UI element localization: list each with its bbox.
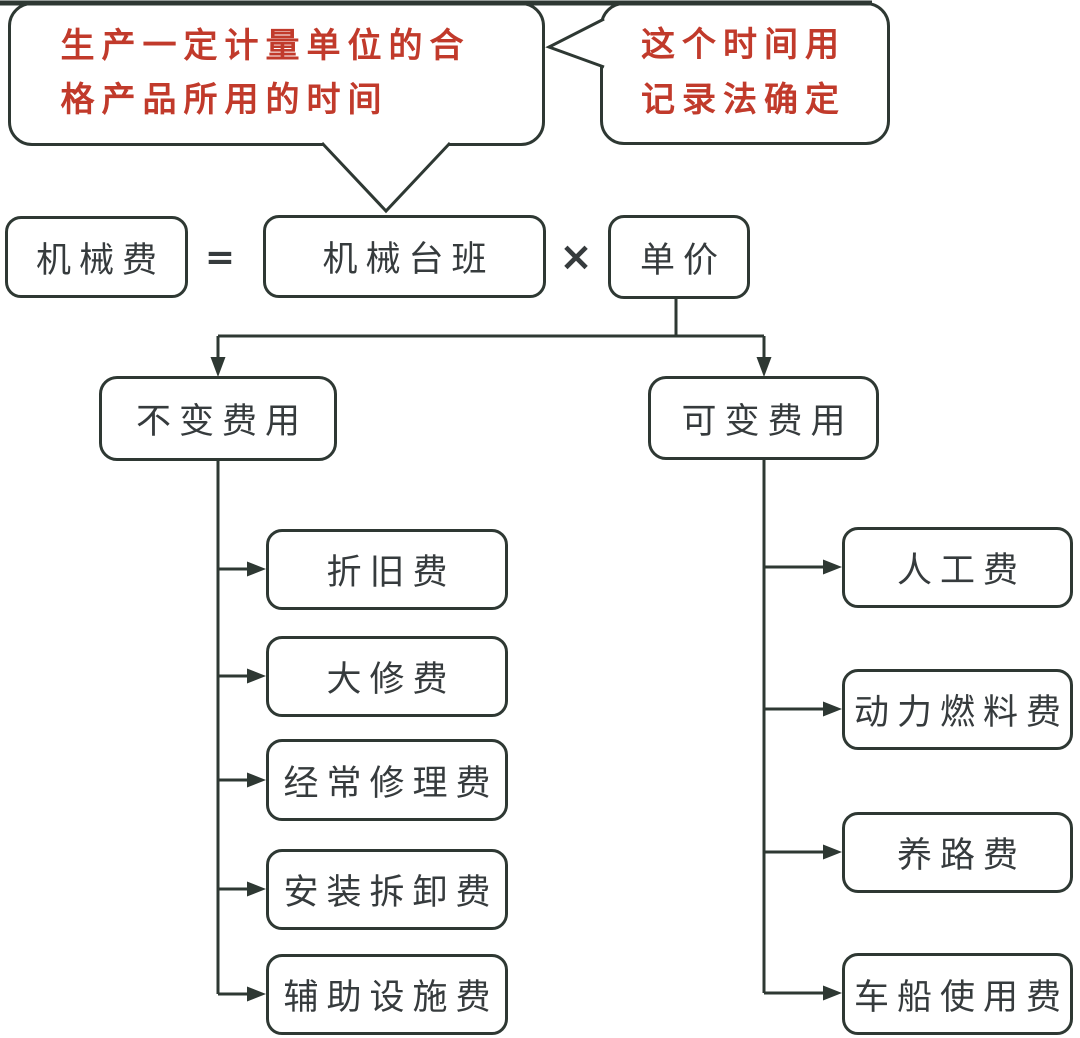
node-unit-price: 单价 bbox=[608, 215, 750, 299]
callout-right-bubble: 这个时间用记录法确定 bbox=[600, 2, 890, 145]
multiply-sign: × bbox=[559, 234, 593, 280]
node-auxiliary-facility-fee-label: 辅助设施费 bbox=[283, 978, 499, 1017]
node-overhaul-fee: 大修费 bbox=[266, 636, 508, 717]
node-install-dismantle-fee: 安装拆卸费 bbox=[266, 849, 508, 930]
node-vehicle-vessel-fee-label: 车船使用费 bbox=[853, 977, 1069, 1017]
node-labor-fee-label: 人工费 bbox=[896, 551, 1026, 590]
node-regular-repair-fee: 经常修理费 bbox=[266, 739, 508, 821]
callout-left-text: 生产一定计量单位的合格产品所用的时间 bbox=[60, 27, 471, 119]
callout-left-tail bbox=[320, 141, 452, 214]
node-machine-shift: 机械台班 bbox=[263, 215, 546, 298]
node-power-fuel-fee: 动力燃料费 bbox=[842, 669, 1073, 750]
node-vehicle-vessel-fee: 车船使用费 bbox=[842, 953, 1073, 1035]
callout-right-text: 这个时间用记录法确定 bbox=[641, 27, 846, 119]
node-variable-costs-label: 可变费用 bbox=[681, 401, 854, 441]
node-road-maintenance-fee: 养路费 bbox=[842, 812, 1073, 893]
node-power-fuel-fee-label: 动力燃料费 bbox=[853, 693, 1069, 732]
equals-sign: = bbox=[204, 236, 236, 278]
node-labor-fee: 人工费 bbox=[842, 527, 1073, 608]
node-machine-shift-label: 机械台班 bbox=[322, 240, 495, 279]
callout-right-tail bbox=[545, 17, 605, 69]
node-variable-costs: 可变费用 bbox=[648, 376, 879, 460]
node-fixed-costs-label: 不变费用 bbox=[135, 402, 308, 441]
node-depreciation-fee-label: 折旧费 bbox=[326, 553, 456, 592]
node-machinery-fee: 机械费 bbox=[5, 216, 188, 298]
node-road-maintenance-fee-label: 养路费 bbox=[896, 836, 1026, 875]
node-auxiliary-facility-fee: 辅助设施费 bbox=[266, 954, 508, 1035]
node-machinery-fee-label: 机械费 bbox=[35, 240, 165, 280]
node-unit-price-label: 单价 bbox=[639, 240, 726, 280]
node-fixed-costs: 不变费用 bbox=[99, 376, 337, 461]
node-regular-repair-fee-label: 经常修理费 bbox=[283, 763, 499, 803]
node-overhaul-fee-label: 大修费 bbox=[326, 660, 456, 699]
node-install-dismantle-fee-label: 安装拆卸费 bbox=[283, 873, 499, 912]
callout-left-bubble: 生产一定计量单位的合格产品所用的时间 bbox=[8, 2, 545, 146]
node-depreciation-fee: 折旧费 bbox=[266, 529, 508, 610]
